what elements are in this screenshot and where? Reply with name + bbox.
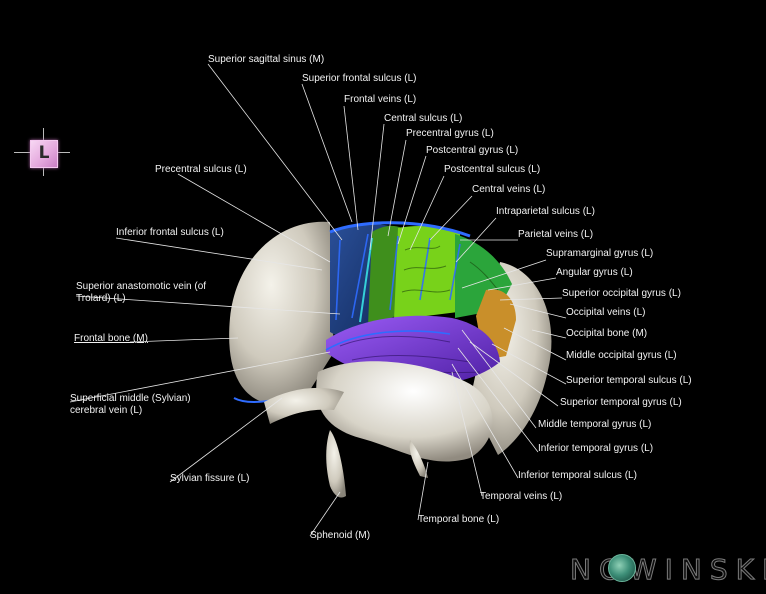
- label-superior-temporal-gyrus: Superior temporal gyrus (L): [560, 397, 682, 408]
- label-angular-gyrus: Angular gyrus (L): [556, 267, 633, 278]
- label-frontal-veins: Frontal veins (L): [344, 94, 417, 105]
- label-superior-anastomotic-vein: Superior anastomotic vein (of Trolard) (…: [76, 281, 207, 304]
- watermark-text: NOWINSKI: [569, 553, 766, 587]
- label-superficial-middle-cerebral-vein: Superficial middle (Sylvian) cerebral ve…: [70, 393, 191, 416]
- label-central-veins: Central veins (L): [472, 184, 546, 195]
- label-superior-sagittal-sinus: Superior sagittal sinus (M): [208, 54, 325, 65]
- label-central-sulcus: Central sulcus (L): [384, 113, 463, 124]
- label-temporal-veins: Temporal veins (L): [480, 491, 563, 502]
- label-inferior-frontal-sulcus: Inferior frontal sulcus (L): [116, 227, 224, 238]
- temporal-bone: [316, 361, 493, 462]
- watermark-logo: NOWINSKI: [569, 550, 766, 587]
- zygoma: [264, 387, 344, 424]
- orientation-letter: L: [38, 143, 50, 163]
- label-inferior-temporal-sulcus: Inferior temporal sulcus (L): [518, 470, 637, 481]
- label-superior-temporal-sulcus: Superior temporal sulcus (L): [566, 375, 692, 386]
- label-superior-occipital-gyrus: Superior occipital gyrus (L): [562, 288, 681, 299]
- label-middle-occipital-gyrus: Middle occipital gyrus (L): [566, 350, 677, 361]
- frontal-bone: [229, 221, 334, 402]
- globe-icon: [608, 554, 636, 582]
- label-middle-temporal-gyrus: Middle temporal gyrus (L): [538, 419, 652, 430]
- label-precentral-sulcus: Precentral sulcus (L): [155, 164, 247, 175]
- label-supramarginal-gyrus: Supramarginal gyrus (L): [546, 248, 654, 259]
- label-frontal-bone: Frontal bone (M): [74, 333, 148, 344]
- orientation-cube-face: L: [30, 140, 58, 168]
- label-parietal-veins: Parietal veins (L): [518, 229, 594, 240]
- label-temporal-bone: Temporal bone (L): [418, 514, 500, 525]
- label-occipital-bone: Occipital bone (M): [566, 328, 648, 339]
- label-precentral-gyrus: Precentral gyrus (L): [406, 128, 494, 139]
- postcentral-gyrus: [394, 226, 460, 320]
- label-sylvian-fissure: Sylvian fissure (L): [170, 473, 250, 484]
- label-postcentral-gyrus: Postcentral gyrus (L): [426, 145, 519, 156]
- label-sphenoid: Sphenoid (M): [310, 530, 371, 541]
- label-occipital-veins: Occipital veins (L): [566, 307, 646, 318]
- label-superior-frontal-sulcus: Superior frontal sulcus (L): [302, 73, 417, 84]
- orientation-cube[interactable]: L: [14, 128, 70, 176]
- precentral-gyrus: [368, 225, 402, 326]
- label-inferior-temporal-gyrus: Inferior temporal gyrus (L): [538, 443, 654, 454]
- label-postcentral-sulcus: Postcentral sulcus (L): [444, 164, 541, 175]
- label-intraparietal-sulcus: Intraparietal sulcus (L): [496, 206, 595, 217]
- sphenoid: [326, 430, 346, 498]
